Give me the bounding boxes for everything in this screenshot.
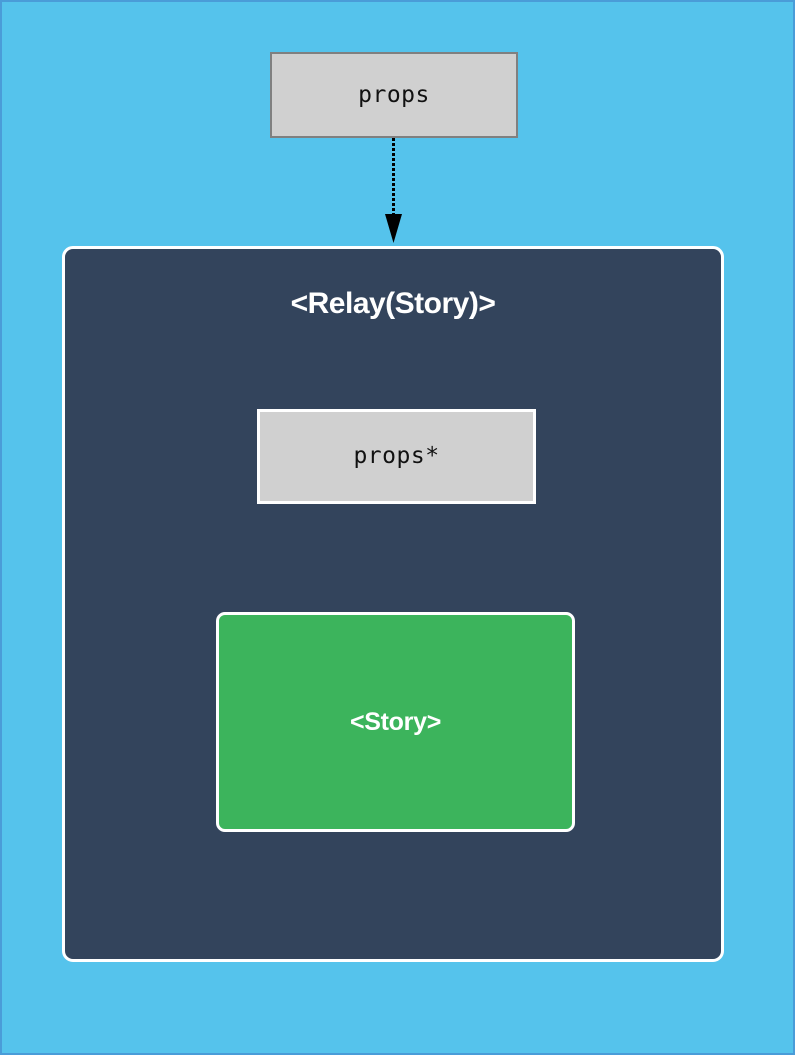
story-box[interactable]: <Story> <box>216 612 575 832</box>
props-star-box-label: props* <box>353 443 440 469</box>
props-box-label: props <box>358 81 430 108</box>
props-to-relay-arrow <box>385 138 402 243</box>
relay-container[interactable]: <Relay(Story)> props* <Story> <box>62 246 724 962</box>
props-to-relay-arrow-head <box>385 214 402 243</box>
story-box-label: <Story> <box>349 707 441 736</box>
props-star-box[interactable]: props* <box>257 409 536 504</box>
relay-container-title: <Relay(Story)> <box>290 287 496 320</box>
props-box[interactable]: props <box>270 52 518 138</box>
